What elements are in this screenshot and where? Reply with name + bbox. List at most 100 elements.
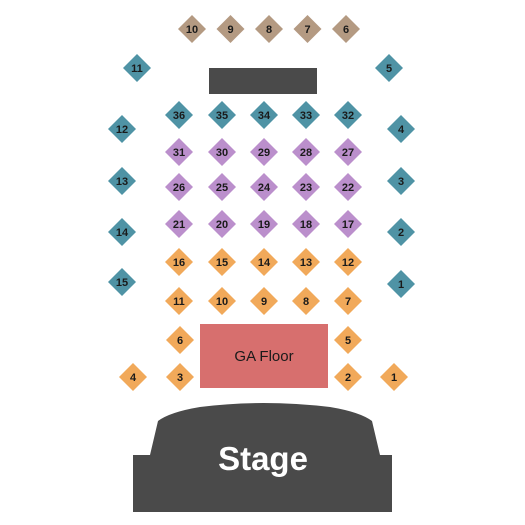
seat-floor-left-3[interactable]: 3 — [166, 363, 194, 391]
seat-left-11[interactable]: 11 — [123, 54, 151, 82]
seat-diamond[interactable] — [166, 363, 194, 391]
seat-front-7[interactable]: 7 — [334, 287, 362, 315]
seat-mid-17[interactable]: 17 — [334, 210, 362, 238]
seat-diamond[interactable] — [375, 54, 403, 82]
seat-front-12[interactable]: 12 — [334, 248, 362, 276]
seat-right-2[interactable]: 2 — [387, 218, 415, 246]
seat-back-7[interactable]: 7 — [293, 15, 322, 43]
seat-front-14[interactable]: 14 — [250, 248, 278, 276]
seat-diamond[interactable] — [166, 326, 194, 354]
seat-floor-left-4[interactable]: 4 — [119, 363, 147, 391]
seat-back-9[interactable]: 9 — [216, 15, 245, 43]
seat-diamond[interactable] — [216, 15, 245, 43]
seat-back-8[interactable]: 8 — [255, 15, 283, 43]
seat-right-1[interactable]: 1 — [387, 270, 415, 298]
seat-mid-30[interactable]: 30 — [208, 138, 236, 166]
seat-right-4[interactable]: 4 — [387, 115, 415, 143]
seat-diamond[interactable] — [178, 15, 206, 43]
seat-diamond[interactable] — [292, 287, 320, 315]
seat-diamond[interactable] — [334, 138, 362, 166]
seat-tier-32[interactable]: 32 — [334, 101, 362, 129]
seat-diamond[interactable] — [255, 15, 283, 43]
seat-diamond[interactable] — [250, 210, 278, 238]
seat-floor-left-6[interactable]: 6 — [166, 326, 194, 354]
seat-front-10[interactable]: 10 — [208, 287, 236, 315]
seat-diamond[interactable] — [334, 363, 362, 391]
seat-mid-20[interactable]: 20 — [208, 210, 236, 238]
seat-front-9[interactable]: 9 — [250, 287, 278, 315]
seat-diamond[interactable] — [292, 138, 320, 166]
seat-mid-29[interactable]: 29 — [250, 138, 278, 166]
seat-front-16[interactable]: 16 — [165, 248, 193, 276]
seat-diamond[interactable] — [165, 210, 193, 238]
seat-mid-24[interactable]: 24 — [250, 173, 278, 201]
seat-mid-19[interactable]: 19 — [250, 210, 278, 238]
seat-diamond[interactable] — [208, 248, 236, 276]
seat-diamond[interactable] — [250, 287, 278, 315]
seat-diamond[interactable] — [165, 138, 193, 166]
seat-diamond[interactable] — [208, 138, 236, 166]
seat-tier-35[interactable]: 35 — [208, 101, 236, 129]
ga-floor-area[interactable] — [200, 324, 328, 388]
seat-left-14[interactable]: 14 — [108, 218, 136, 246]
seat-diamond[interactable] — [292, 210, 320, 238]
seat-diamond[interactable] — [108, 218, 136, 246]
seat-mid-26[interactable]: 26 — [165, 173, 193, 201]
seat-mid-18[interactable]: 18 — [292, 210, 320, 238]
seat-diamond[interactable] — [334, 210, 362, 238]
seat-mid-28[interactable]: 28 — [292, 138, 320, 166]
seat-diamond[interactable] — [208, 173, 236, 201]
seat-diamond[interactable] — [292, 173, 320, 201]
seat-back-10[interactable]: 10 — [178, 15, 206, 43]
seat-tier-36[interactable]: 36 — [165, 101, 193, 129]
seat-diamond[interactable] — [250, 173, 278, 201]
seat-diamond[interactable] — [334, 173, 362, 201]
seat-diamond[interactable] — [165, 173, 193, 201]
seat-diamond[interactable] — [165, 101, 193, 129]
seat-diamond[interactable] — [250, 138, 278, 166]
seat-right-3[interactable]: 3 — [387, 167, 415, 195]
seat-mid-25[interactable]: 25 — [208, 173, 236, 201]
seat-diamond[interactable] — [250, 248, 278, 276]
seat-diamond[interactable] — [250, 101, 278, 129]
seat-diamond[interactable] — [387, 270, 415, 298]
seat-diamond[interactable] — [334, 326, 362, 354]
seat-floor-right-5[interactable]: 5 — [334, 326, 362, 354]
seat-diamond[interactable] — [108, 115, 136, 143]
seat-floor-right-1[interactable]: 1 — [380, 363, 408, 391]
seat-left-13[interactable]: 13 — [108, 167, 136, 195]
seat-diamond[interactable] — [208, 210, 236, 238]
seat-right-5[interactable]: 5 — [375, 54, 403, 82]
seat-diamond[interactable] — [334, 287, 362, 315]
seat-diamond[interactable] — [108, 268, 136, 296]
seat-diamond[interactable] — [208, 101, 236, 129]
seat-mid-22[interactable]: 22 — [334, 173, 362, 201]
seat-front-13[interactable]: 13 — [292, 248, 320, 276]
seat-mid-27[interactable]: 27 — [334, 138, 362, 166]
seat-mid-31[interactable]: 31 — [165, 138, 193, 166]
seat-diamond[interactable] — [387, 115, 415, 143]
seat-diamond[interactable] — [292, 248, 320, 276]
seat-left-12[interactable]: 12 — [108, 115, 136, 143]
seat-diamond[interactable] — [119, 363, 147, 391]
seat-front-8[interactable]: 8 — [292, 287, 320, 315]
seat-mid-23[interactable]: 23 — [292, 173, 320, 201]
seat-diamond[interactable] — [165, 287, 193, 315]
seat-diamond[interactable] — [334, 248, 362, 276]
seat-diamond[interactable] — [123, 54, 151, 82]
seat-front-11[interactable]: 11 — [165, 287, 193, 315]
seat-diamond[interactable] — [165, 248, 193, 276]
seat-diamond[interactable] — [387, 218, 415, 246]
seat-left-15[interactable]: 15 — [108, 268, 136, 296]
seat-diamond[interactable] — [293, 15, 322, 43]
seat-diamond[interactable] — [208, 287, 236, 315]
ga-floor-section[interactable]: GA Floor — [200, 324, 328, 388]
seat-diamond[interactable] — [380, 363, 408, 391]
seat-diamond[interactable] — [108, 167, 136, 195]
seat-diamond[interactable] — [292, 101, 320, 129]
seat-tier-34[interactable]: 34 — [250, 101, 278, 129]
seat-diamond[interactable] — [387, 167, 415, 195]
seat-diamond[interactable] — [332, 15, 360, 43]
seat-tier-33[interactable]: 33 — [292, 101, 320, 129]
seat-mid-21[interactable]: 21 — [165, 210, 193, 238]
